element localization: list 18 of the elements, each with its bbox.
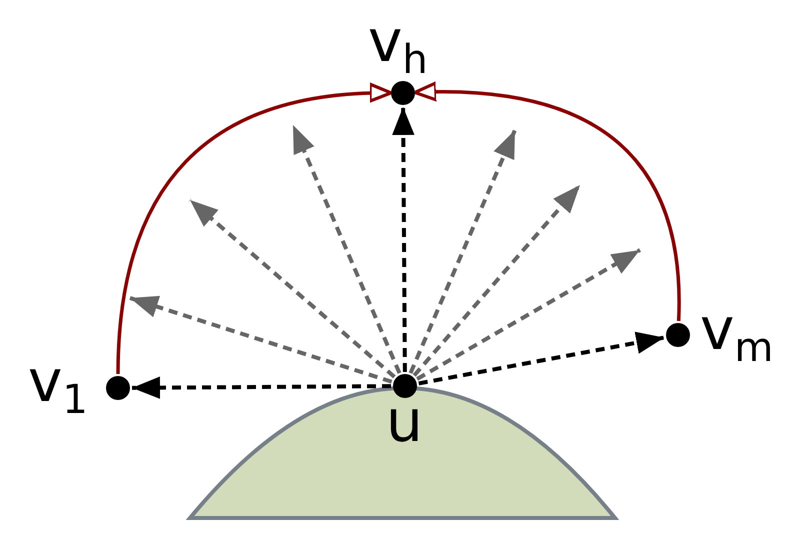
vertex-label: u — [386, 392, 423, 450]
vertex-label: v$_{1}$ — [28, 352, 88, 420]
dashed-arrow — [408, 129, 517, 374]
dashed-arrow — [129, 296, 392, 384]
vertex-label: v$_{h}$ — [368, 12, 428, 80]
vertex-dot — [106, 376, 130, 400]
dashed-arrow — [188, 198, 396, 378]
dashed-arrow — [416, 248, 641, 381]
dashed-arrow — [291, 124, 402, 374]
dashed-arrow — [392, 106, 414, 372]
dashed-arrow — [412, 184, 582, 377]
vertex-label: v$_{m}$ — [700, 300, 774, 368]
dashed-arrow — [132, 376, 392, 399]
curved-arrow — [116, 84, 393, 374]
vertex-dot — [666, 323, 690, 347]
curved-arrow — [413, 82, 680, 322]
vertex-dot — [391, 81, 415, 105]
dashed-arrow — [418, 332, 665, 386]
